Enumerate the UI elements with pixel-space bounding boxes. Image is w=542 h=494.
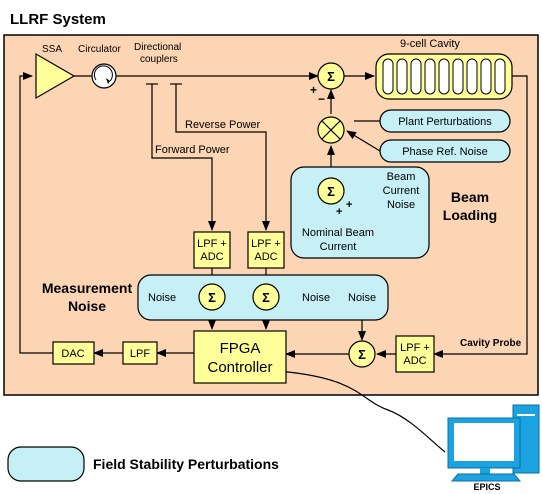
cavity-probe-wire xyxy=(433,75,528,358)
measurement-summer-1-sigma: Σ xyxy=(208,290,216,305)
lpf-adc-forward-line1: LPF + xyxy=(197,238,227,250)
lpf-label: LPF xyxy=(130,348,150,360)
beam-current-noise-line1: Beam xyxy=(387,171,416,183)
probe-summer-sigma: Σ xyxy=(358,347,366,362)
cavity-label: 9-cell Cavity xyxy=(400,38,460,50)
fpga-label-line1: FPGA xyxy=(220,340,261,357)
title: LLRF System xyxy=(10,11,106,28)
noise-label-3: Noise xyxy=(348,292,376,304)
lpf-adc-reverse-block xyxy=(247,231,285,269)
fpga-controller-block xyxy=(193,330,287,384)
lpf-adc-reverse-line2: ADC xyxy=(254,251,277,263)
legend-label: Field Stability Perturbations xyxy=(93,456,279,472)
beam-summer-sigma: Σ xyxy=(327,184,335,199)
ssa-label: SSA xyxy=(42,44,62,55)
circulator-symbol xyxy=(91,63,117,89)
noise-label-1: Noise xyxy=(148,292,176,304)
epics-computer-icon xyxy=(447,404,540,482)
cavity-cell xyxy=(466,58,478,95)
cavity-probe-label: Cavity Probe xyxy=(460,338,522,349)
lpf-adc-probe-line2: ADC xyxy=(403,355,426,367)
cavity-cell xyxy=(424,58,436,95)
beam-current-noise-line2: Current xyxy=(383,185,420,197)
forward-power-label: Forward Power xyxy=(155,144,230,156)
epics-label: EPICS xyxy=(473,482,500,492)
beam-summer-plus-left: + xyxy=(336,206,342,218)
multiplier-symbol xyxy=(317,116,345,144)
legend-swatch xyxy=(7,446,85,482)
cavity-cell xyxy=(480,58,492,95)
cavity-cell xyxy=(410,58,422,95)
lpf-adc-forward-line2: ADC xyxy=(200,251,223,263)
reverse-power-wire xyxy=(175,84,270,231)
phase-ref-noise-label: Phase Ref. Noise xyxy=(402,146,488,158)
nominal-beam-current-line1: Nominal Beam xyxy=(302,227,374,239)
cavity-cell xyxy=(494,58,506,95)
probe-summer: Σ xyxy=(348,340,376,368)
circulator-label: Circulator xyxy=(78,44,121,55)
cavity-cell xyxy=(452,58,464,95)
plant-perturbations-box xyxy=(379,109,511,133)
main-summer-plus: + xyxy=(310,83,317,97)
nominal-beam-current-line2: Current xyxy=(320,241,357,253)
cavity-cell xyxy=(382,58,394,95)
cavity-cell xyxy=(438,58,450,95)
measurement-noise-label-line1: Measurement xyxy=(42,280,133,296)
beam-summer-plus-right: + xyxy=(346,199,352,211)
forward-power-wire xyxy=(151,84,216,231)
lpf-adc-probe-line1: LPF + xyxy=(400,342,430,354)
main-summer: Σ xyxy=(317,62,345,90)
directional-couplers-label-line1: Directional xyxy=(134,42,181,53)
dac-label: DAC xyxy=(61,348,84,360)
lpf-adc-reverse-line1: LPF + xyxy=(251,238,281,250)
measurement-summer-1: Σ xyxy=(198,283,226,311)
beam-current-noise-line3: Noise xyxy=(387,199,415,211)
noise-label-2: Noise xyxy=(302,292,330,304)
directional-couplers-label-line2: couplers xyxy=(140,54,178,65)
main-summer-minus: − xyxy=(318,92,325,106)
beam-summer: Σ xyxy=(317,177,345,205)
measurement-summer-2-sigma: Σ xyxy=(262,290,270,305)
cavity-cell xyxy=(396,58,408,95)
lpf-adc-forward-block xyxy=(193,231,231,269)
measurement-summer-2: Σ xyxy=(252,283,280,311)
dac-to-ssa-wire xyxy=(19,72,53,354)
plant-perturbations-label: Plant Perturbations xyxy=(398,116,492,128)
lpf-adc-probe-block xyxy=(395,335,435,373)
measurement-noise-label-line2: Noise xyxy=(68,298,106,314)
fpga-label-line2: Controller xyxy=(207,359,272,376)
dac-block xyxy=(52,341,95,365)
beam-loading-label-line2: Loading xyxy=(443,207,497,223)
phase-noise-to-multiplier-wire xyxy=(346,130,381,152)
ssa-amplifier xyxy=(35,52,76,100)
phase-ref-noise-box xyxy=(379,139,511,163)
nine-cell-cavity xyxy=(375,53,513,100)
connection-lines xyxy=(19,72,528,453)
main-summer-sigma: Σ xyxy=(327,69,335,84)
beam-loading-label-line1: Beam xyxy=(451,189,489,205)
fpga-to-epics-link xyxy=(278,367,446,453)
lpf-block xyxy=(122,341,158,365)
reverse-power-label: Reverse Power xyxy=(185,119,261,131)
